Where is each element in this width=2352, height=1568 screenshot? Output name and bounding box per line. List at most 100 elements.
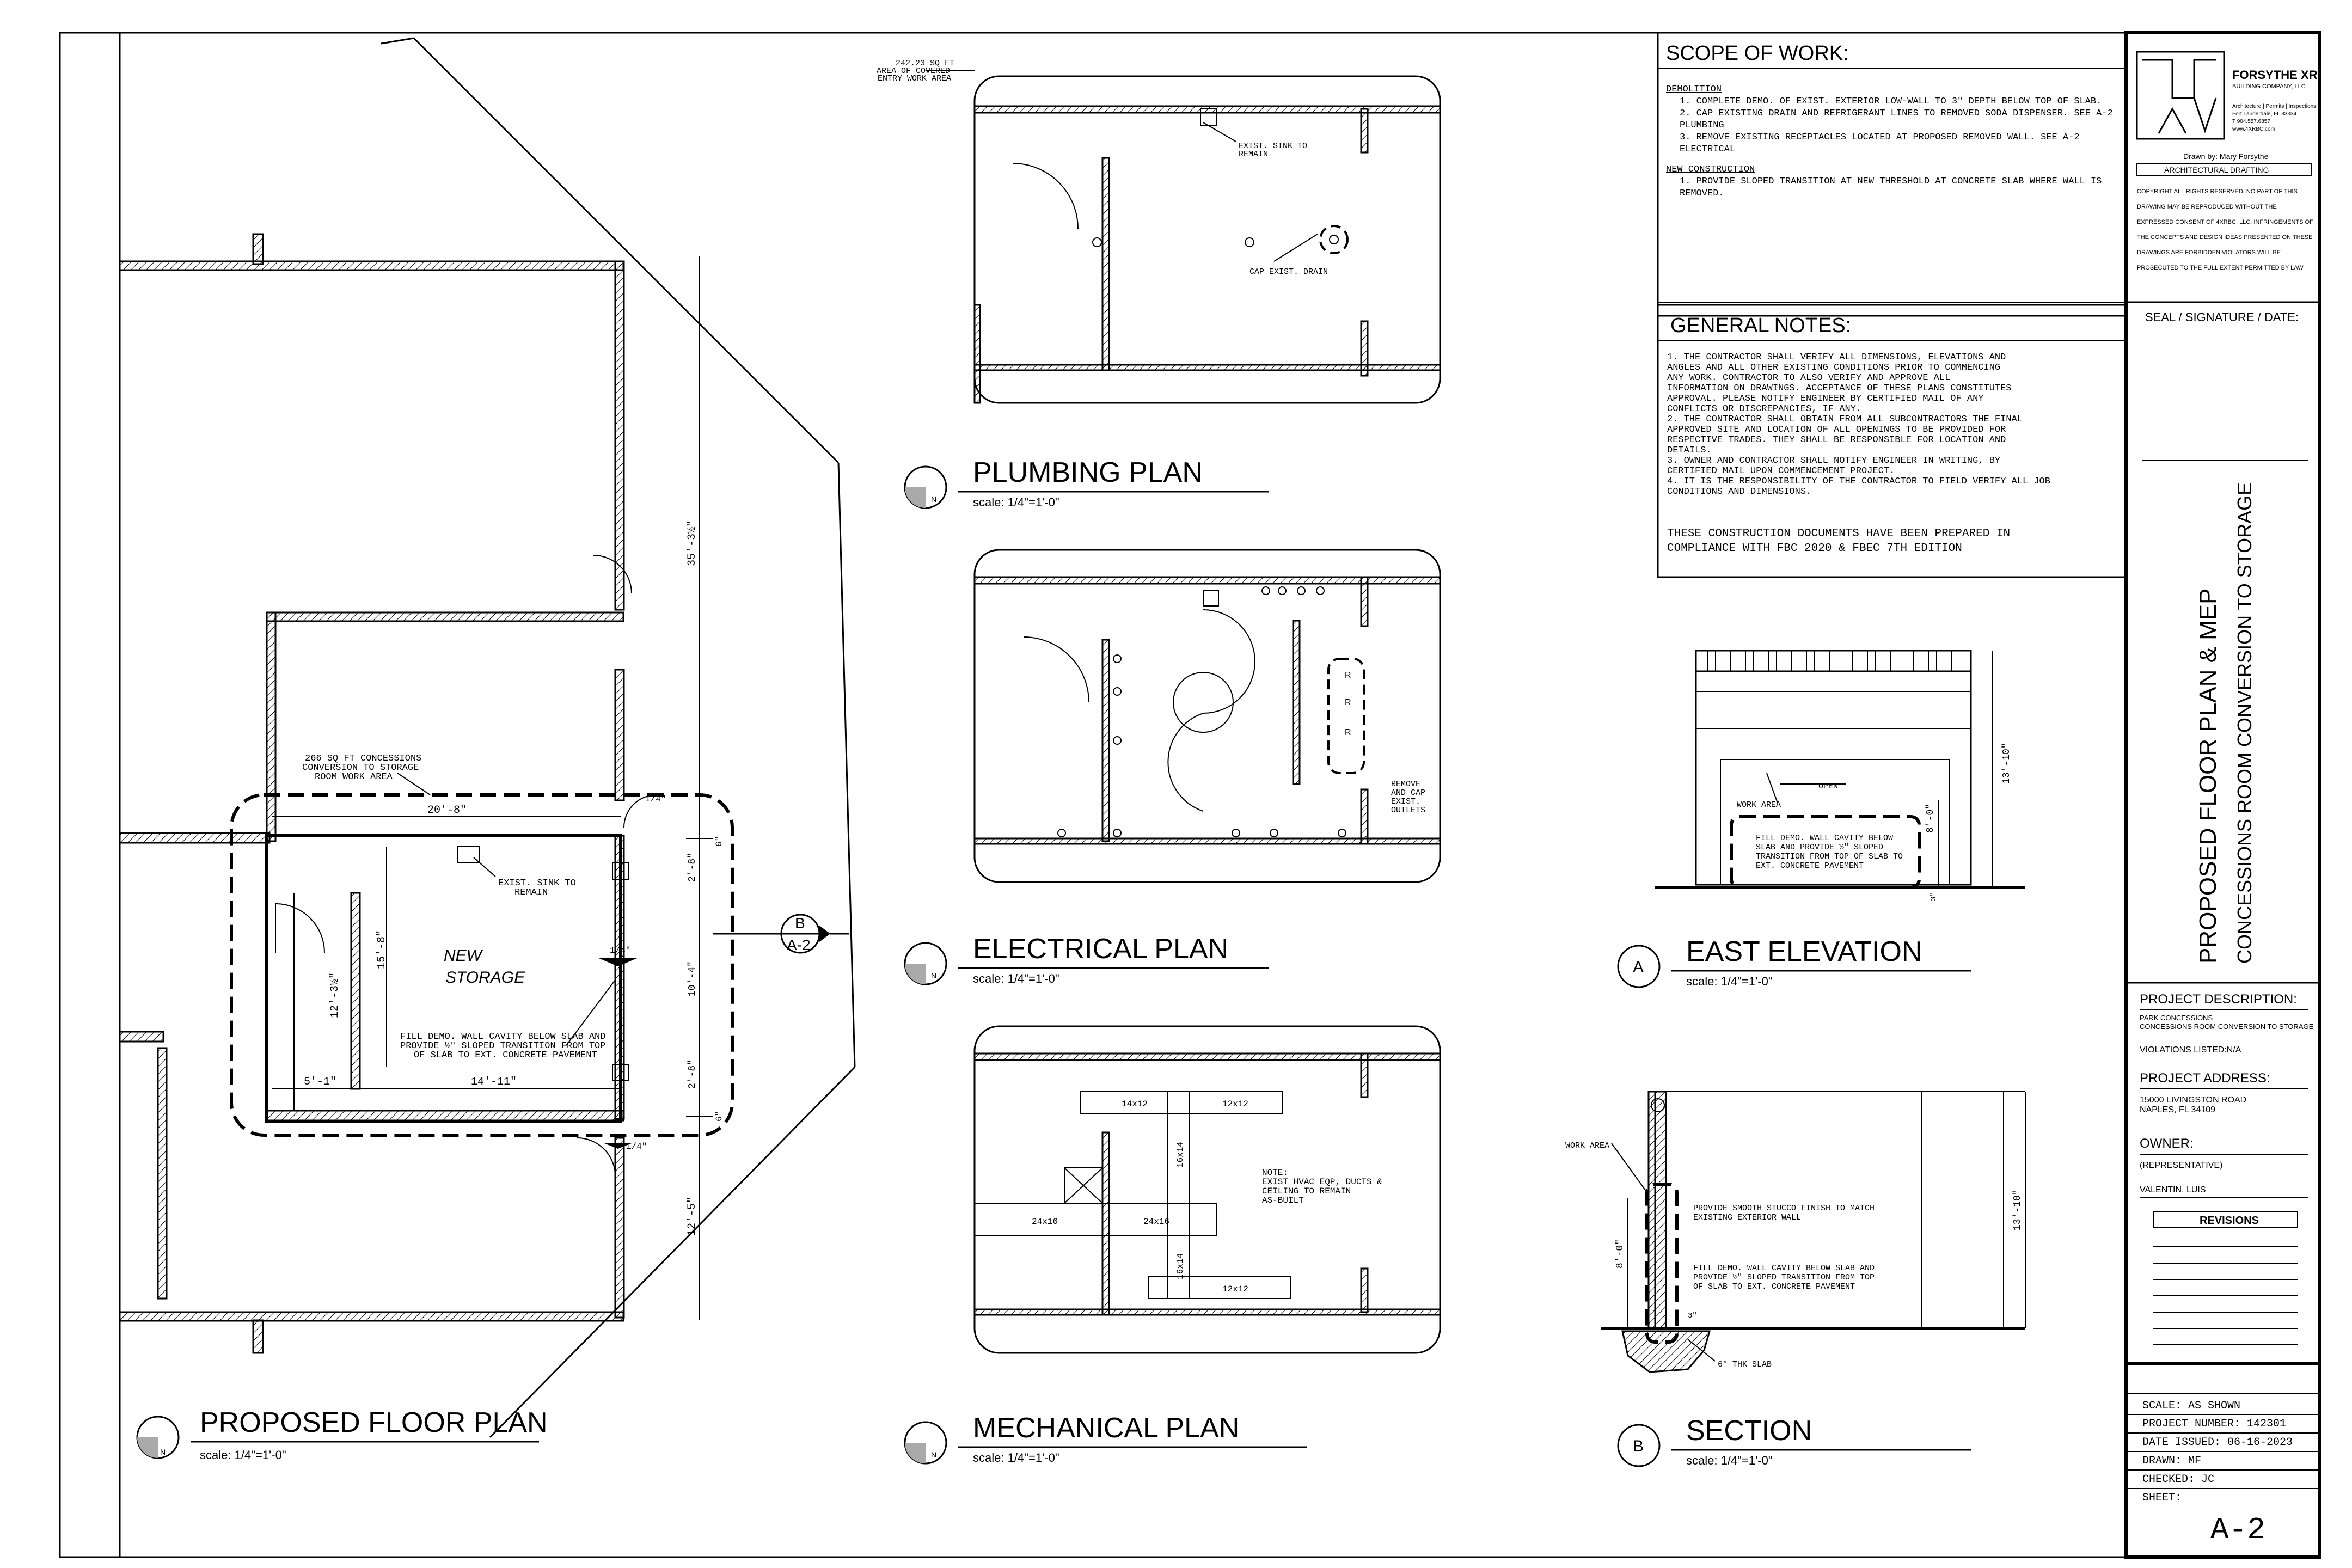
svg-text:8'-0": 8'-0" (1925, 804, 1936, 833)
svg-text:PARK CONCESSIONS: PARK CONCESSIONS (2140, 1014, 2213, 1022)
svg-text:2. CAP EXISTING DRAIN AND RE: 2. CAP EXISTING DRAIN AND REFRIGERANT LI… (1680, 108, 2113, 119)
svg-text:2. THE CONTRACTOR SHALL OBTA: 2. THE CONTRACTOR SHALL OBTAIN FROM ALL … (1667, 414, 2023, 425)
svg-text:R: R (1345, 671, 1351, 680)
svg-text:20'-8": 20'-8" (427, 804, 467, 817)
svg-text:CONFLICTS OR DISCREPANCIES, IF: CONFLICTS OR DISCREPANCIES, IF ANY. (1667, 404, 1861, 414)
svg-text:scale: 1/4"=1'-0": scale: 1/4"=1'-0" (1686, 1454, 1773, 1467)
svg-text:OPEN: OPEN (1818, 782, 1838, 791)
svg-text:PROSECUTED TO THE FULL EXTENT: PROSECUTED TO THE FULL EXTENT PERMITTED … (2137, 265, 2305, 271)
svg-text:PROJECT DESCRIPTION:: PROJECT DESCRIPTION: (2140, 992, 2297, 1007)
svg-text:12'-3½": 12'-3½" (329, 972, 341, 1018)
svg-text:ANGLES AND ALL OTHER EXISTING: ANGLES AND ALL OTHER EXISTING CONDITIONS… (1667, 363, 2000, 373)
section-view (1601, 1091, 2026, 1373)
svg-text:EXIST. SINK TO: EXIST. SINK TO (1239, 142, 1307, 151)
svg-text:NEW CONSTRUCTION: NEW CONSTRUCTION (1666, 164, 1755, 175)
view-title-east-elevation: EAST ELEVATION scale: 1/4"=1'-0" A (1617, 936, 1971, 988)
svg-text:2'-8": 2'-8" (687, 853, 698, 882)
svg-text:DEMOLITION: DEMOLITION (1666, 84, 1722, 95)
svg-text:EAST ELEVATION: EAST ELEVATION (1686, 936, 1922, 967)
electrical-outlets-area (1327, 658, 1365, 774)
svg-text:3. OWNER AND CONTRACTOR SHAL: 3. OWNER AND CONTRACTOR SHALL NOTIFY ENG… (1667, 456, 2000, 466)
svg-text:FILL DEMO. WALL CAVITY BELOW S: FILL DEMO. WALL CAVITY BELOW SLAB AND (400, 1032, 605, 1042)
view-title-mechanical: MECHANICAL PLAN scale: 1/4"=1'-0" N (904, 1412, 1307, 1465)
svg-text:www.4XRBC.com: www.4XRBC.com (2232, 126, 2275, 132)
svg-text:2'-8": 2'-8" (687, 1059, 698, 1089)
svg-text:APPROVED SITE AND LOCATION OF: APPROVED SITE AND LOCATION OF ALL OPENIN… (1667, 425, 2006, 435)
svg-text:3": 3" (1688, 1312, 1697, 1320)
floor-work-area (230, 793, 734, 1137)
svg-text:N: N (931, 971, 936, 980)
title-block: FORSYTHE XR BUILDING COMPANY, LLC Archit… (2124, 31, 2321, 1559)
svg-text:PROVIDE ½" SLOPED TRANSITION F: PROVIDE ½" SLOPED TRANSITION FROM TOP (400, 1041, 605, 1051)
general-notes: GENERAL NOTES: 1. THE CONTRACTOR SHALL V… (1657, 304, 2127, 578)
svg-text:ELECTRICAL: ELECTRICAL (1680, 144, 1735, 155)
svg-text:8'-0": 8'-0" (1615, 1239, 1626, 1269)
svg-text:N: N (931, 1450, 936, 1459)
svg-text:14'-11": 14'-11" (471, 1076, 517, 1088)
svg-text:COPYRIGHT ALL RIGHTS RESERVED: COPYRIGHT ALL RIGHTS RESERVED. NO PART O… (2137, 188, 2298, 195)
svg-text:NAPLES, FL 34109: NAPLES, FL 34109 (2140, 1105, 2215, 1114)
plumbing-plan (926, 70, 1441, 404)
svg-text:Fort Lauderdale, FL 33334: Fort Lauderdale, FL 33334 (2232, 111, 2296, 117)
svg-text:CEILING TO REMAIN: CEILING TO REMAIN (1262, 1186, 1351, 1196)
svg-text:VALENTIN, LUIS: VALENTIN, LUIS (2140, 1185, 2206, 1195)
sheet-title: PROPOSED FLOOR PLAN & MEP (2195, 589, 2221, 964)
east-elevation (1655, 650, 2025, 920)
svg-text:PROJECT NUMBER: 142301: PROJECT NUMBER: 142301 (2142, 1418, 2286, 1430)
svg-text:THESE CONSTRUCTION DOCUMENTS H: THESE CONSTRUCTION DOCUMENTS HAVE BEEN P… (1667, 528, 2010, 540)
svg-text:R: R (1345, 698, 1351, 707)
svg-text:ANY WORK. CONTRACTOR TO ALSO V: ANY WORK. CONTRACTOR TO ALSO VERIFY AND … (1667, 373, 1950, 383)
svg-text:SCALE: AS SHOWN: SCALE: AS SHOWN (2142, 1400, 2240, 1412)
svg-text:SHEET:: SHEET: (2142, 1492, 2182, 1504)
svg-text:SECTION: SECTION (1686, 1415, 1812, 1447)
svg-text:24x16: 24x16 (1143, 1217, 1169, 1227)
svg-text:6" THK SLAB: 6" THK SLAB (1718, 1360, 1772, 1369)
room-name: NEW (444, 947, 483, 965)
svg-text:DRAWINGS ARE FORBIDDEN VIOL: DRAWINGS ARE FORBIDDEN VIOLATORS WILL BE (2137, 249, 2281, 256)
section-marker: B (795, 915, 805, 932)
svg-text:Drawn by: Mary Forsythe: Drawn by: Mary Forsythe (2183, 152, 2269, 161)
svg-text:CONDITIONS AND DIMENSIONS.: CONDITIONS AND DIMENSIONS. (1667, 487, 1811, 497)
svg-text:R: R (1345, 728, 1351, 737)
svg-text:scale: 1/4"=1'-0": scale: 1/4"=1'-0" (973, 495, 1059, 509)
svg-text:12x12: 12x12 (1222, 1099, 1248, 1109)
svg-text:1/4": 1/4" (645, 794, 666, 804)
svg-text:4. IT IS THE RESPONSIBILITY: 4. IT IS THE RESPONSIBILITY OF THE CONTR… (1667, 476, 2050, 487)
svg-text:CAP EXIST. DRAIN: CAP EXIST. DRAIN (1250, 267, 1328, 277)
svg-text:B: B (1633, 1437, 1644, 1455)
svg-text:A: A (1633, 958, 1644, 976)
view-title-plumbing: PLUMBING PLAN scale: 1/4"=1'-0" N (904, 457, 1269, 509)
svg-text:AS-BUILT: AS-BUILT (1262, 1196, 1304, 1205)
svg-text:ARCHITECTURAL DRAFTING: ARCHITECTURAL DRAFTING (2164, 166, 2269, 174)
svg-text:10'-4": 10'-4" (687, 961, 698, 996)
svg-text:OF SLAB TO EXT. CONCRETE PAVEM: OF SLAB TO EXT. CONCRETE PAVEMENT (414, 1050, 597, 1061)
svg-text:PLUMBING: PLUMBING (1680, 120, 1724, 131)
section-fill-note: FILL DEMO. WALL CAVITY BELOW SLAB AND (1693, 1264, 1875, 1273)
svg-text:3. REMOVE EXISTING RECEPTAC: 3. REMOVE EXISTING RECEPTACLES LOCATED A… (1680, 132, 2080, 143)
sheet-number: A-2 (2210, 1512, 2265, 1547)
svg-text:6": 6" (714, 1111, 724, 1122)
svg-text:DRAWING MAY BE REPRODUCED: DRAWING MAY BE REPRODUCED WITHOUT THE (2137, 204, 2277, 210)
svg-text:scale: 1/4"=1'-0": scale: 1/4"=1'-0" (1686, 975, 1773, 988)
section-work-area (1645, 1183, 1679, 1344)
svg-text:ROOM WORK AREA: ROOM WORK AREA (315, 772, 393, 782)
svg-text:AREA OF COVERED: AREA OF COVERED (877, 66, 950, 76)
plumbing-area-note: 242.23 SQ FT (896, 59, 954, 68)
svg-text:CONVERSION TO STORAGE: CONVERSION TO STORAGE (302, 763, 419, 773)
svg-text:INFORMATION ON DRAWINGS. ACCEP: INFORMATION ON DRAWINGS. ACCEPTANCE OF T… (1667, 383, 2012, 394)
svg-text:1. COMPLETE DEMO. OF EXIST.: 1. COMPLETE DEMO. OF EXIST. EXTERIOR LOW… (1680, 96, 2102, 107)
svg-text:ENTRY WORK AREA: ENTRY WORK AREA (878, 74, 951, 83)
view-title-electrical: ELECTRICAL PLAN scale: 1/4"=1'-0" N (904, 933, 1269, 985)
svg-text:EXIST HVAC EQP, DUCTS &: EXIST HVAC EQP, DUCTS & (1262, 1177, 1382, 1187)
svg-text:3": 3" (1930, 892, 1938, 901)
section-stucco-note: PROVIDE SMOOTH STUCCO FINISH TO MATCH (1693, 1204, 1875, 1213)
svg-text:GENERAL NOTES:: GENERAL NOTES: (1670, 314, 1851, 337)
svg-text:CONCESSIONS ROOM CONVERSION TO: CONCESSIONS ROOM CONVERSION TO STORAGE (2233, 482, 2256, 964)
electrical-plan (973, 549, 1441, 883)
svg-text:ELECTRICAL PLAN: ELECTRICAL PLAN (973, 933, 1228, 965)
svg-text:12x12: 12x12 (1222, 1284, 1248, 1294)
company-logo (2136, 51, 2225, 140)
svg-text:N: N (160, 1448, 166, 1456)
floor-area-note: 266 SQ FT CONCESSIONS (305, 754, 421, 764)
svg-text:scale: 1/4"=1'-0": scale: 1/4"=1'-0" (973, 1451, 1059, 1465)
